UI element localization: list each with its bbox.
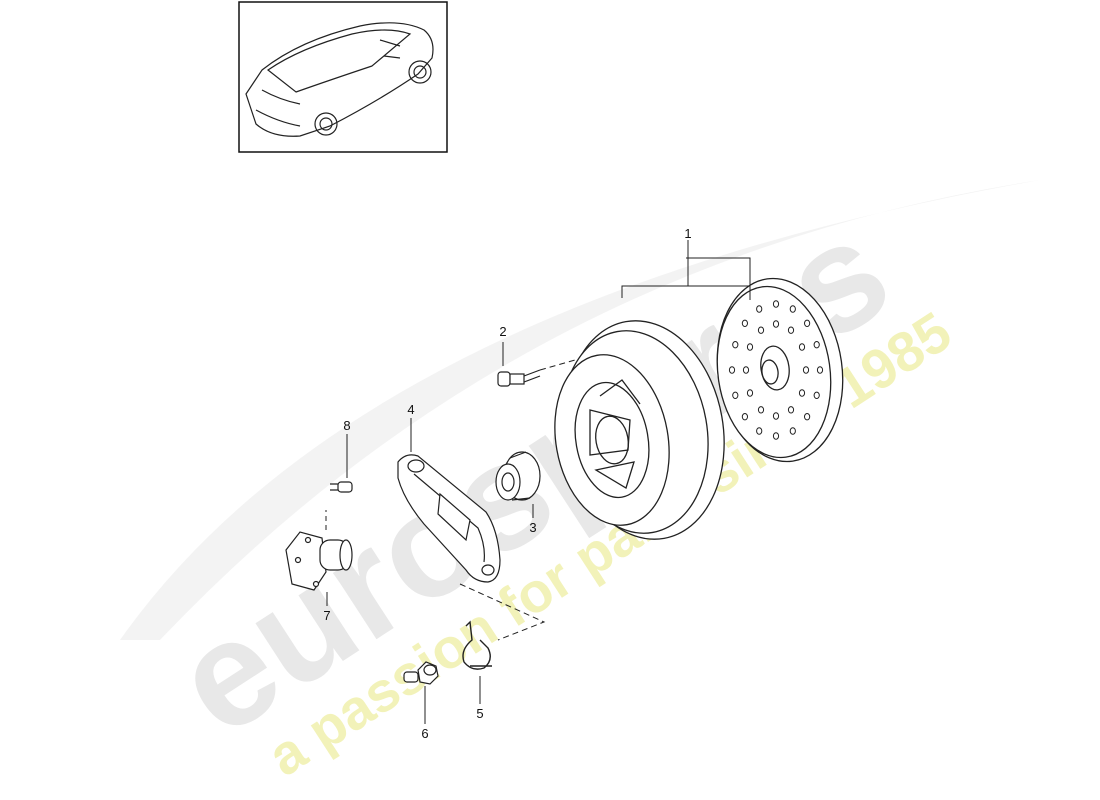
callout-3[interactable]: 3 bbox=[529, 520, 536, 535]
disc-hole bbox=[787, 326, 795, 334]
disc-hole bbox=[728, 366, 736, 374]
callout-1[interactable]: 1 bbox=[684, 226, 691, 241]
disc-hole bbox=[741, 319, 749, 327]
disc-hole bbox=[756, 305, 763, 313]
callout-2[interactable]: 2 bbox=[499, 324, 506, 339]
clutch-disc-holes bbox=[728, 300, 824, 440]
disc-hole bbox=[732, 391, 739, 399]
leader-lines bbox=[325, 240, 751, 724]
disc-hole bbox=[798, 389, 806, 397]
car-thumbnail[interactable] bbox=[238, 1, 448, 153]
callout-4[interactable]: 4 bbox=[407, 402, 414, 417]
disc-hole bbox=[772, 320, 780, 328]
disc-hole bbox=[757, 406, 765, 414]
clutch-disc bbox=[716, 277, 844, 463]
part-screw[interactable] bbox=[330, 481, 353, 493]
disc-hole bbox=[741, 413, 749, 421]
disc-hole bbox=[746, 343, 754, 351]
disc-hole bbox=[813, 341, 820, 349]
part-bolt[interactable] bbox=[497, 369, 541, 387]
disc-hole bbox=[772, 412, 780, 420]
pressure-plate bbox=[554, 320, 725, 540]
disc-hole bbox=[802, 366, 810, 374]
disc-hole bbox=[813, 391, 820, 399]
disc-hole bbox=[816, 366, 824, 374]
part-clutch-assembly[interactable] bbox=[542, 270, 854, 552]
callouts: 1 2 3 4 5 6 7 8 bbox=[323, 226, 691, 741]
part-guide-sleeve[interactable] bbox=[285, 531, 353, 591]
disc-hole bbox=[756, 427, 763, 435]
disc-hole bbox=[757, 326, 765, 334]
disc-hole bbox=[772, 432, 780, 440]
leader-1-bracket bbox=[686, 257, 751, 286]
part-spring-clip[interactable] bbox=[462, 620, 492, 670]
disc-hole bbox=[804, 413, 811, 421]
leader-2-dash bbox=[539, 359, 576, 371]
disc-hole bbox=[804, 319, 811, 327]
disc-hole bbox=[787, 406, 795, 414]
part-release-lever[interactable] bbox=[397, 454, 501, 583]
callout-5[interactable]: 5 bbox=[476, 706, 483, 721]
disc-hole bbox=[789, 305, 796, 313]
disc-hole bbox=[772, 300, 780, 308]
leader-5-dash bbox=[459, 583, 546, 641]
callout-8[interactable]: 8 bbox=[343, 418, 350, 433]
leader-1 bbox=[621, 240, 751, 300]
car-icon bbox=[245, 22, 434, 137]
disc-hole bbox=[798, 343, 806, 351]
callout-7[interactable]: 7 bbox=[323, 608, 330, 623]
disc-hole bbox=[746, 389, 754, 397]
disc-hole bbox=[732, 341, 739, 349]
disc-hole bbox=[742, 366, 750, 374]
part-release-bearing[interactable] bbox=[495, 451, 541, 501]
part-ball-pivot[interactable] bbox=[403, 661, 439, 685]
disc-hole bbox=[789, 427, 796, 435]
callout-6[interactable]: 6 bbox=[421, 726, 428, 741]
